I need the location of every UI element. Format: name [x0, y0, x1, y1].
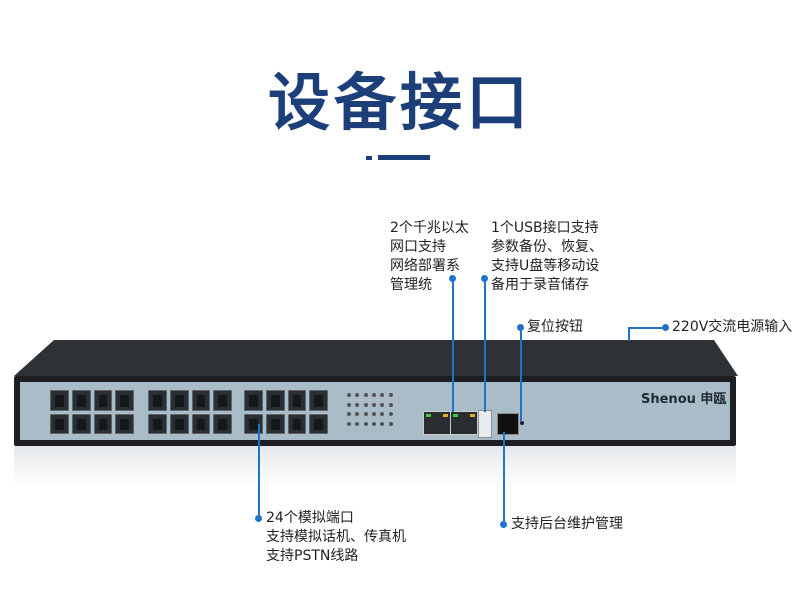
leader-line-gigabit	[452, 279, 454, 412]
callout-power: 220V交流电源输入	[672, 319, 793, 335]
brand-logo: Shenou 申瓯	[641, 392, 727, 407]
rj11-port	[213, 390, 232, 411]
page-title: 设备接口	[267, 66, 532, 139]
rj11-port	[265, 390, 285, 411]
ethernet-port-lan	[450, 411, 478, 435]
rj11-port	[287, 413, 307, 434]
title-decoration-line	[378, 155, 430, 160]
rj11-port	[50, 390, 69, 411]
leader-line-analog	[258, 424, 260, 517]
leader-line-reset	[520, 328, 522, 422]
leader-dot	[481, 275, 488, 282]
rj11-port	[213, 413, 232, 434]
leader-dot	[449, 275, 456, 282]
callout-reset: 复位按钮	[527, 319, 583, 335]
rj11-port	[244, 390, 263, 411]
rj11-port	[169, 413, 189, 434]
usb-port	[478, 410, 492, 438]
leader-line-console	[503, 432, 505, 524]
rj11-port	[191, 390, 211, 411]
rj11-port	[265, 413, 285, 434]
reset-button	[520, 421, 524, 425]
leader-dot	[500, 521, 507, 528]
rj11-port	[115, 413, 134, 434]
device-front-panel	[20, 382, 730, 440]
leader-line-power-v	[628, 327, 630, 341]
callout-usb: 1个USB接口支持 参数备份、恢复、 支持U盘等移动设 备用于录音储存	[491, 220, 603, 293]
rj11-port	[191, 413, 211, 434]
callout-analog-ports: 24个模拟端口 支持模拟话机、传真机 支持PSTN线路	[266, 510, 406, 564]
rj11-port	[169, 390, 189, 411]
leader-line-usb	[484, 279, 486, 412]
analog-port-group-3	[244, 390, 328, 434]
status-led-array	[347, 393, 395, 429]
device-top-surface	[14, 340, 738, 376]
rj11-port	[71, 413, 91, 434]
rj11-port	[71, 390, 91, 411]
leader-dot	[662, 324, 669, 331]
device-reflection	[14, 446, 736, 486]
title-decoration-dot	[366, 156, 372, 160]
analog-port-group-1	[50, 390, 134, 434]
rj11-port	[93, 390, 113, 411]
leader-line-power-h	[628, 327, 664, 329]
callout-gigabit-ethernet: 2个千兆以太 网口支持 网络部署系 管理统	[390, 220, 469, 293]
rj11-port	[287, 390, 307, 411]
rj11-port	[148, 390, 167, 411]
leader-dot	[255, 515, 262, 522]
callout-console: 支持后台维护管理	[511, 516, 623, 532]
console-port	[497, 413, 519, 435]
analog-port-group-2	[148, 390, 232, 434]
rj11-port	[115, 390, 134, 411]
rj11-port	[93, 413, 113, 434]
rj11-port	[244, 413, 263, 434]
rj11-port	[309, 390, 328, 411]
leader-dot	[517, 324, 524, 331]
rj11-port	[148, 413, 167, 434]
rj11-port	[309, 413, 328, 434]
ethernet-port-wan	[423, 411, 451, 435]
rj11-port	[50, 413, 69, 434]
